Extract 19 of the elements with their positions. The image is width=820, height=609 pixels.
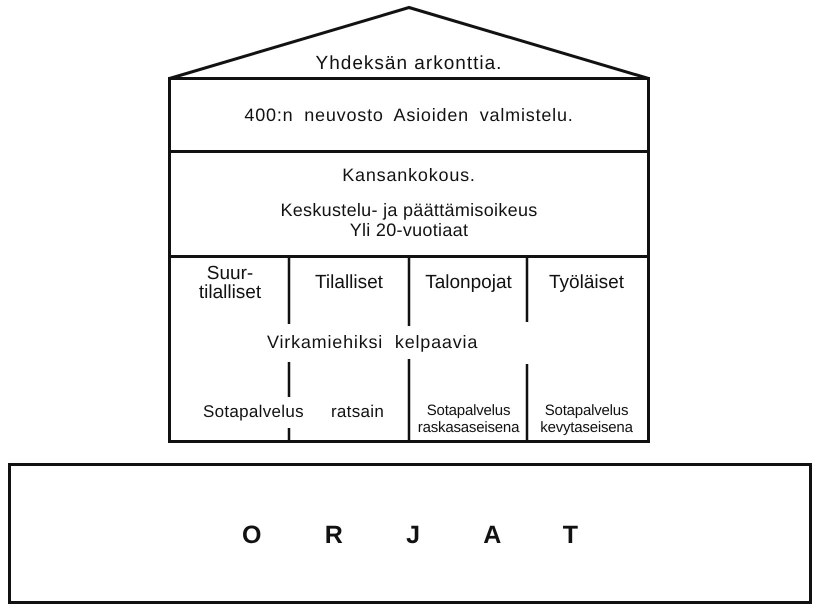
- roof-label: Yhdeksän arkonttia.: [316, 53, 502, 75]
- band-label: 400:n neuvosto Asioiden valmistelu.: [244, 104, 574, 126]
- column-text: Sotapalvelus kevytaseisena: [539, 403, 634, 436]
- column-text: Sotapalvelus raskasaseisena: [416, 403, 520, 436]
- house-band: [168, 77, 650, 153]
- column-heading: Talonpojat: [425, 271, 512, 296]
- foundation-label: ORJAT: [242, 521, 578, 549]
- band-title: Kansankokous.: [342, 165, 476, 186]
- band-text: Yli 20-vuotiaat: [350, 220, 468, 242]
- band-text: Keskustelu- ja päättämisoikeus: [280, 200, 538, 220]
- house-band: [168, 150, 650, 258]
- column-heading: Tilalliset: [315, 271, 383, 296]
- column-heading: Työläiset: [549, 271, 624, 296]
- row-label: Sotapalvelus ratsain: [203, 402, 384, 422]
- class-column: [527, 255, 650, 443]
- roof-gable: [168, 6, 650, 80]
- foundation-box: [8, 463, 812, 604]
- row-label: Virkamiehiksi kelpaavia: [267, 332, 478, 353]
- column-heading: Suur-tilalliset: [198, 262, 262, 305]
